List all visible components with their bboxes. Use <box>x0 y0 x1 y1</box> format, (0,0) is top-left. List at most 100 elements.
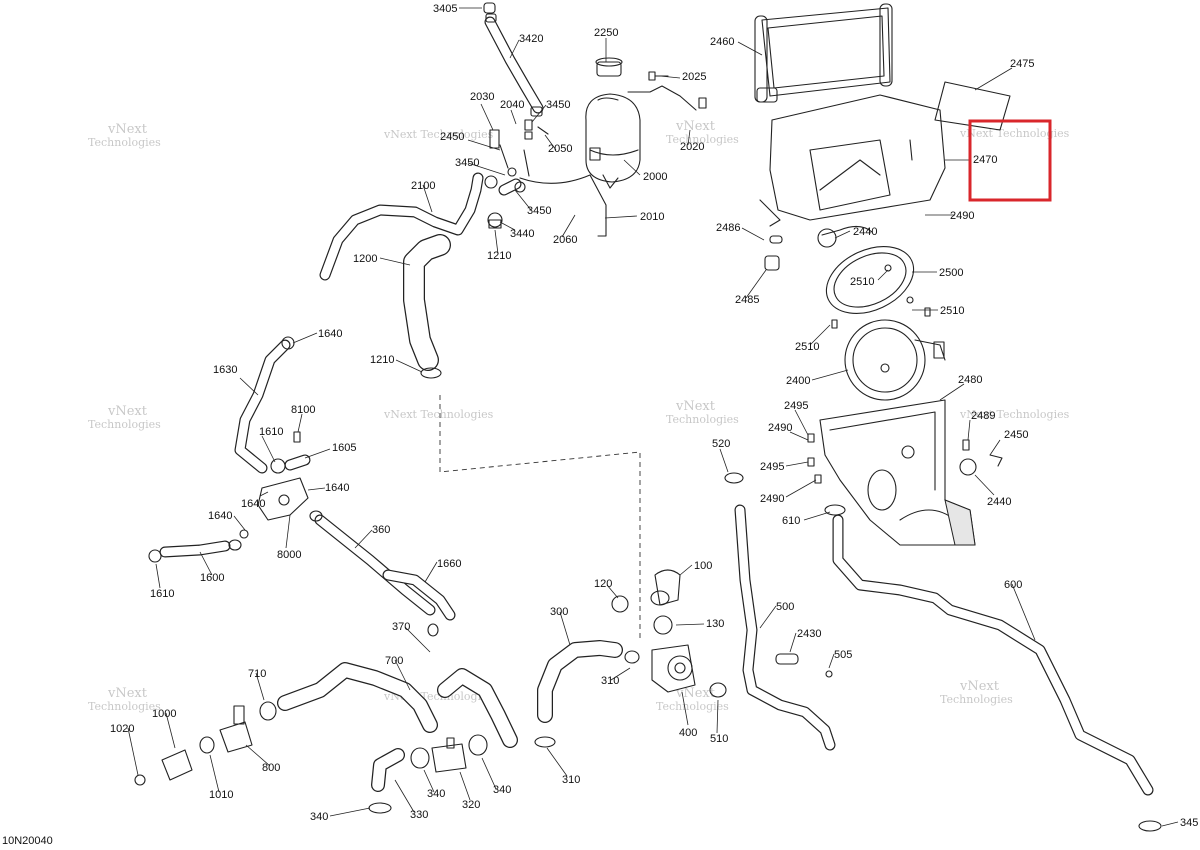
part-label: 340 <box>427 788 445 800</box>
part-label: 120 <box>594 578 612 590</box>
part-label: 3440 <box>510 228 534 240</box>
part-label: 2450 <box>1004 429 1028 441</box>
watermark-technologies: Technologies <box>666 413 739 426</box>
part-label: 300 <box>550 606 568 618</box>
part-label: 1640 <box>325 482 349 494</box>
part-label: 2475 <box>1010 58 1034 70</box>
part-label: 8100 <box>291 404 315 416</box>
part-label: 1640 <box>208 510 232 522</box>
part-label: 1605 <box>332 442 356 454</box>
part-label: 3405 <box>433 3 457 15</box>
part-label: 2480 <box>958 374 982 386</box>
part-label: 1660 <box>437 558 461 570</box>
bottom-pipes <box>134 662 518 814</box>
part-label: 2440 <box>987 496 1011 508</box>
part-label: 1210 <box>370 354 394 366</box>
part-label: 2400 <box>786 375 810 387</box>
part-label: 2020 <box>680 141 704 153</box>
heater-valve-assembly <box>148 336 456 637</box>
hose-500 <box>724 472 836 751</box>
watermark-vnext: vNext <box>959 679 1000 694</box>
watermark-text: vNext Technologies <box>383 408 494 421</box>
radiator <box>754 3 893 103</box>
part-label: 600 <box>1004 579 1022 591</box>
part-label: 2000 <box>643 171 667 183</box>
watermark-technologies: Technologies <box>666 133 739 146</box>
part-label: 1000 <box>152 708 176 720</box>
part-label: 3420 <box>519 33 543 45</box>
part-label: 2510 <box>940 305 964 317</box>
part-label: 1630 <box>213 364 237 376</box>
diagram-code: 10N20040 <box>2 835 53 847</box>
watermark-vnext: vNext <box>107 686 148 701</box>
part-label: 3450 <box>527 205 551 217</box>
part-label: 610 <box>782 515 800 527</box>
part-label: 3450 <box>455 157 479 169</box>
part-label: 2489 <box>971 410 995 422</box>
part-label: 700 <box>385 655 403 667</box>
part-label: 2490 <box>950 210 974 222</box>
part-label: 1200 <box>353 253 377 265</box>
part-label: 2040 <box>500 99 524 111</box>
part-label: 1640 <box>241 498 265 510</box>
part-label: 2485 <box>735 294 759 306</box>
part-label: 340 <box>493 784 511 796</box>
highlight-box <box>968 119 1052 202</box>
part-label: 520 <box>712 438 730 450</box>
part-label: 360 <box>372 524 390 536</box>
part-labels: 3405 3420 2250 2460 2025 2475 2030 2040 … <box>110 3 1198 829</box>
part-label: 2500 <box>939 267 963 279</box>
part-label: 2450 <box>440 131 464 143</box>
part-label: 2510 <box>795 341 819 353</box>
part-label: 510 <box>710 733 728 745</box>
part-label: 130 <box>706 618 724 630</box>
part-label: 2510 <box>850 276 874 288</box>
part-label: 2486 <box>716 222 740 234</box>
part-label: 2440 <box>853 226 877 238</box>
part-label: 330 <box>410 809 428 821</box>
part-label: 2250 <box>594 27 618 39</box>
watermark-technologies: Technologies <box>88 418 161 431</box>
watermark-technologies: Technologies <box>88 136 161 149</box>
part-label: 1640 <box>318 328 342 340</box>
fan-shroud <box>759 94 946 227</box>
watermark-vnext: vNext <box>675 686 716 701</box>
part-label: 310 <box>601 675 619 687</box>
part-label: 500 <box>776 601 794 613</box>
part-label: 505 <box>834 649 852 661</box>
watermark-vnext: vNext <box>107 122 148 137</box>
part-label: 2490 <box>768 422 792 434</box>
coolant-reservoir <box>519 57 707 237</box>
part-label: 340 <box>310 811 328 823</box>
part-label: 2490 <box>760 493 784 505</box>
part-label: 320 <box>462 799 480 811</box>
part-label: 8000 <box>277 549 301 561</box>
part-label: 2430 <box>797 628 821 640</box>
part-label: 800 <box>262 762 280 774</box>
part-label: 2460 <box>710 36 734 48</box>
hose-1200 <box>403 234 451 379</box>
watermark-vnext: vNext <box>107 404 148 419</box>
part-label: 1610 <box>150 588 174 600</box>
watermark-text: vNext Technologies <box>959 408 1070 421</box>
hose-2100 <box>319 172 484 281</box>
part-label: 1210 <box>487 250 511 262</box>
screen-2475 <box>934 81 1011 131</box>
part-label: 2100 <box>411 180 435 192</box>
part-label: 2495 <box>760 461 784 473</box>
water-pump <box>611 569 727 698</box>
part-label: 2060 <box>553 234 577 246</box>
routing-line <box>439 395 641 640</box>
watermark-technologies: Technologies <box>656 700 729 713</box>
fan-assembly <box>764 225 946 401</box>
watermark-technologies: Technologies <box>88 700 161 713</box>
part-label: 2030 <box>470 91 494 103</box>
part-label: 310 <box>562 774 580 786</box>
part-label: 100 <box>694 560 712 572</box>
leader-lines <box>127 7 1179 827</box>
part-label: 2010 <box>640 211 664 223</box>
part-label: 370 <box>392 621 410 633</box>
part-label: 1020 <box>110 723 134 735</box>
watermark-text: vNext Technologies <box>959 127 1070 140</box>
